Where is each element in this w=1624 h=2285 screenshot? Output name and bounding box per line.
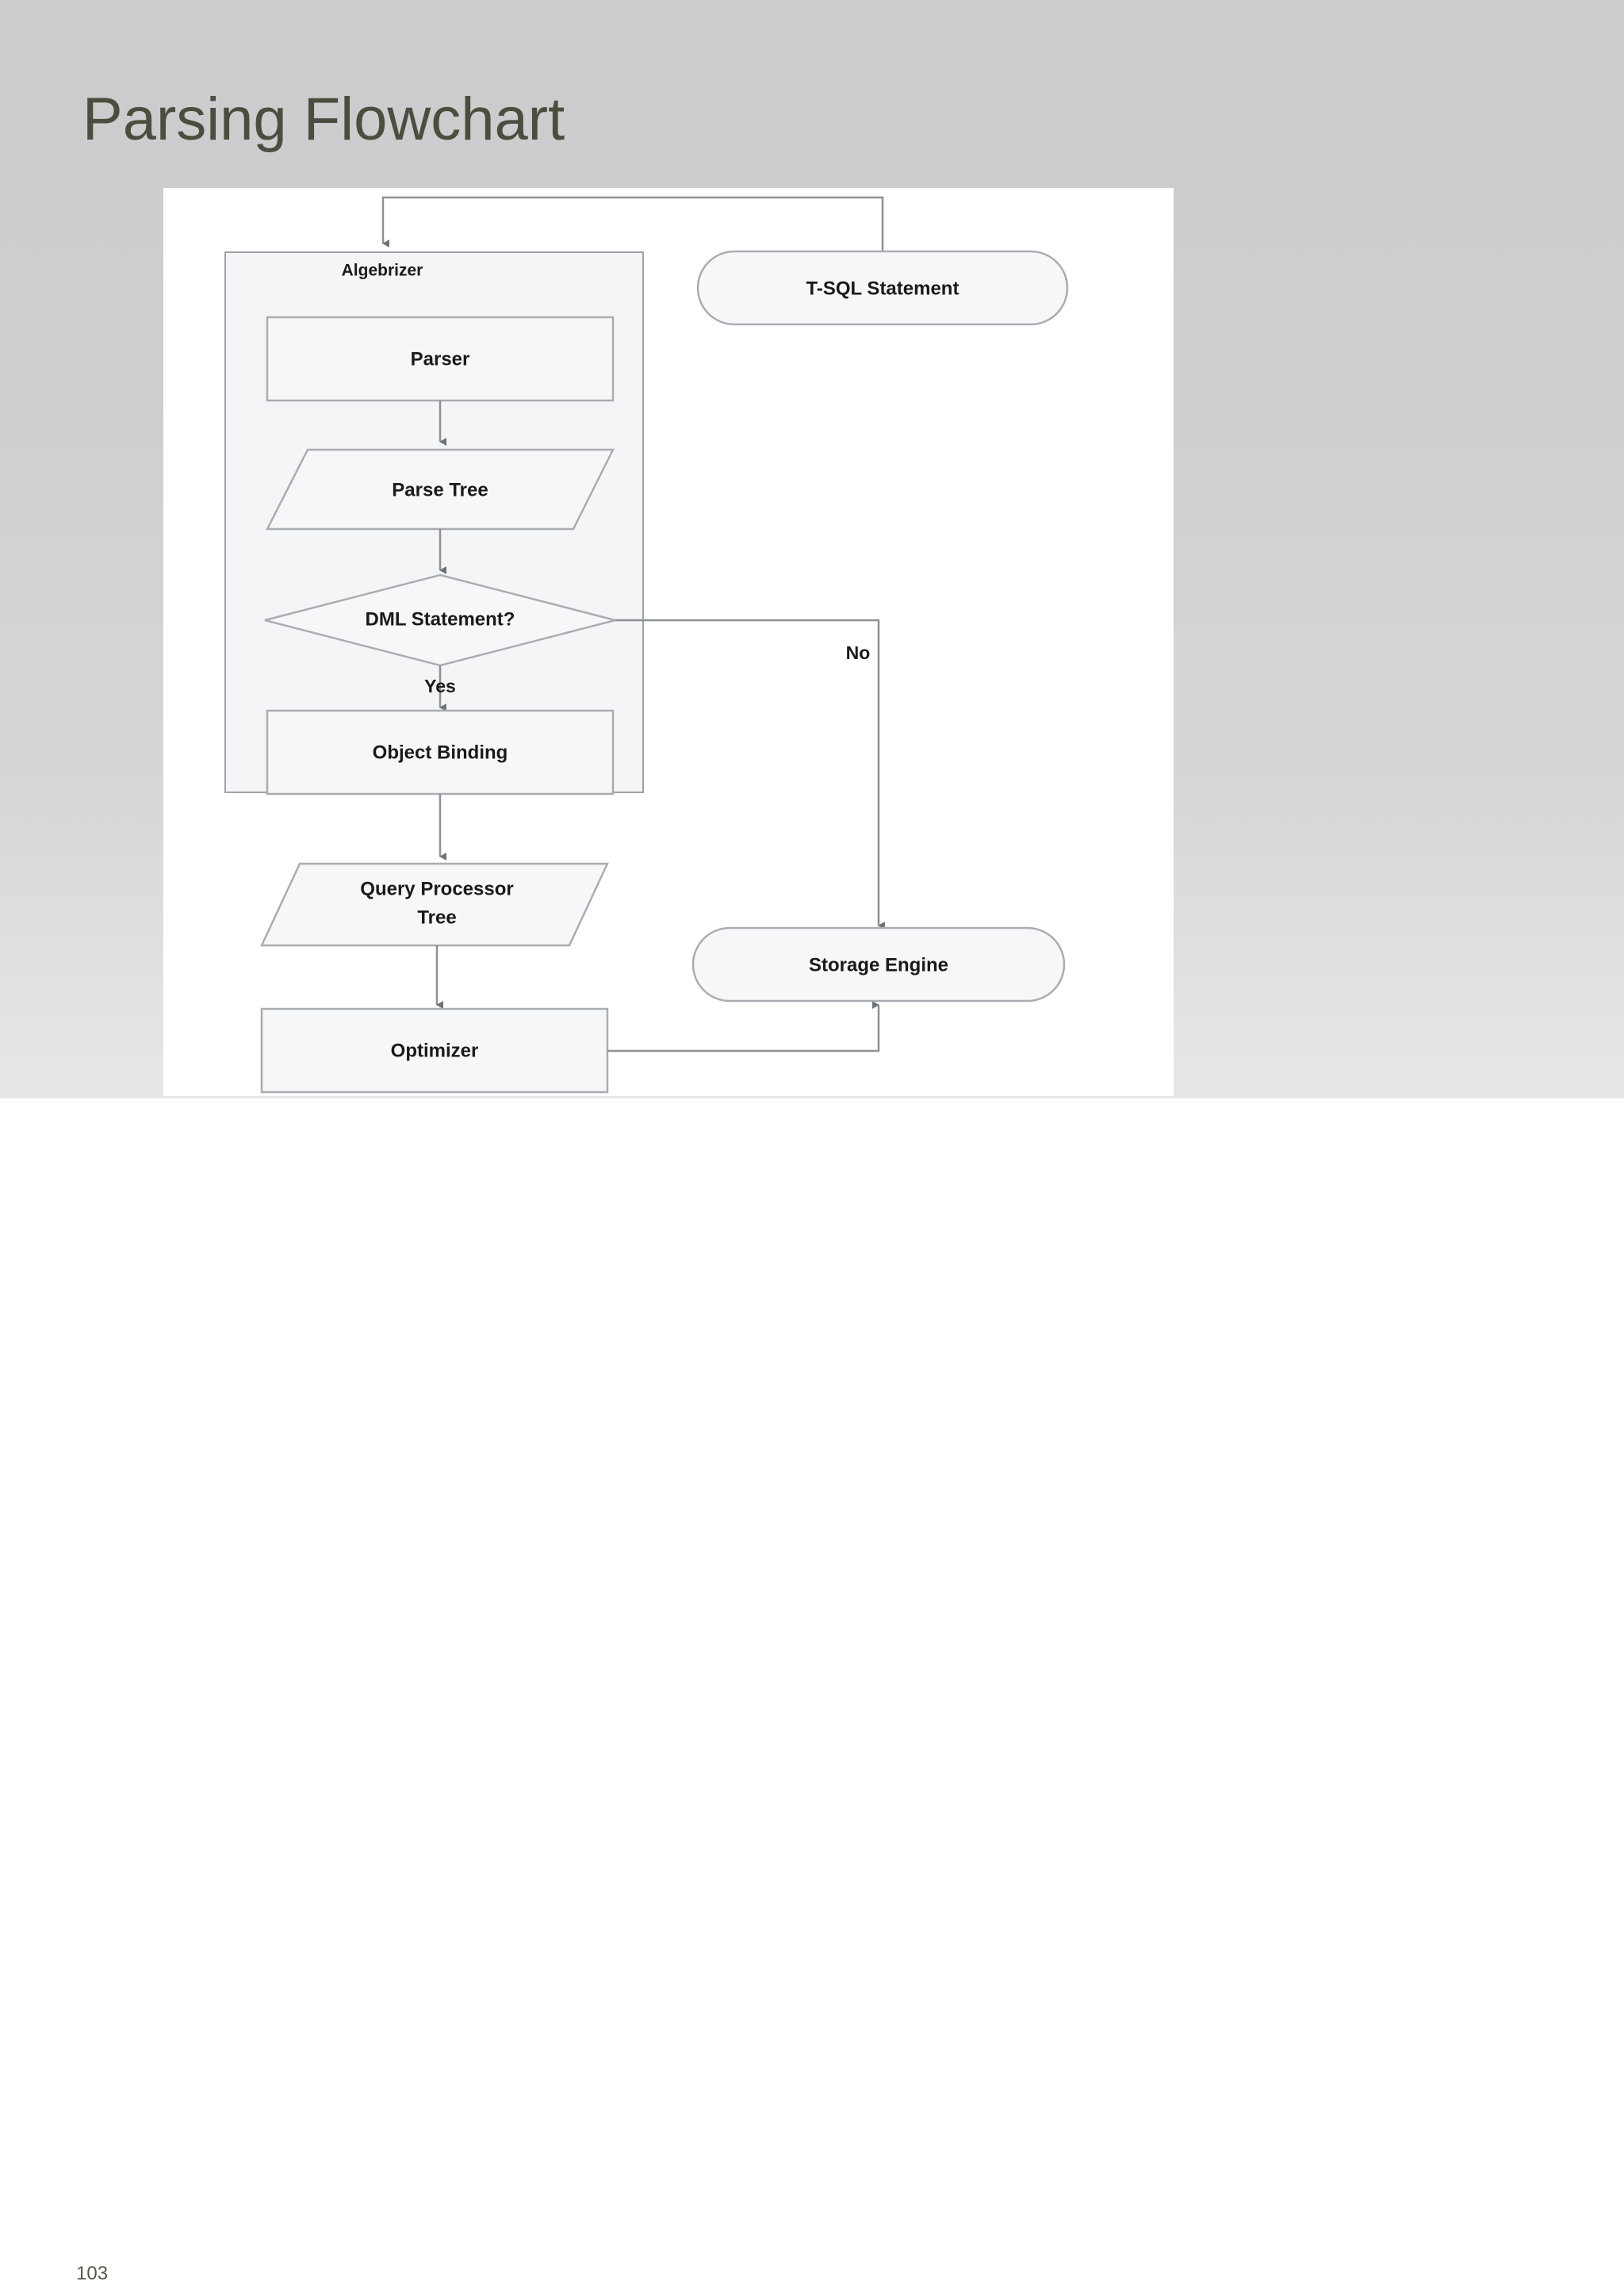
page-title: Parsing Flowchart [82, 86, 565, 153]
node-dml-decision-label: DML Statement? [366, 608, 515, 630]
node-tsql-statement-label: T-SQL Statement [806, 278, 959, 299]
node-tsql-statement-shape[interactable] [696, 250, 1069, 326]
node-optimizer-label: Optimizer [391, 1040, 479, 1061]
node-parser-label: Parser [411, 348, 470, 370]
node-optimizer-shape[interactable] [260, 1007, 609, 1094]
node-storage-engine[interactable]: Storage Engine [691, 926, 1066, 1003]
edge-label-yes: Yes [424, 676, 456, 696]
node-parser[interactable]: Parser [266, 316, 615, 402]
node-parse-tree-shape[interactable] [265, 448, 615, 531]
edge-label-no: No [846, 642, 871, 663]
node-object-binding-label: Object Binding [373, 742, 508, 763]
edge-optimizer-to-storage [607, 1001, 880, 1052]
flowchart-figure: Algebrizer T-SQL Statement Parser Par [163, 188, 1174, 1096]
node-storage-engine-shape[interactable] [691, 926, 1066, 1003]
slide-canvas: Parsing Flowchart Algebrizer [0, 0, 1624, 1098]
edge-dml-no-to-storage [615, 619, 885, 930]
node-query-processor-tree-shape[interactable] [260, 862, 609, 947]
slide-footer: 103 [0, 1098, 1624, 2284]
node-optimizer[interactable]: Optimizer [260, 1007, 609, 1094]
node-parser-shape[interactable] [266, 316, 615, 402]
node-query-processor-tree-label: Query Processor [360, 878, 513, 899]
node-storage-engine-label: Storage Engine [809, 954, 948, 976]
edge-tsql-to-algebrizer [381, 196, 884, 251]
algebrizer-container-label: Algebrizer [342, 262, 423, 280]
node-dml-decision[interactable]: DML Statement? [264, 573, 616, 667]
page-number: 103 [76, 2263, 109, 2284]
node-query-processor-tree-label-2: Tree [417, 907, 456, 928]
node-parse-tree-label: Parse Tree [392, 479, 488, 500]
node-object-binding[interactable]: Object Binding [266, 709, 615, 796]
node-tsql-statement[interactable]: T-SQL Statement [696, 250, 1069, 326]
node-query-processor-tree[interactable]: Query Processor Tree [260, 862, 609, 947]
flowchart-svg: Algebrizer T-SQL Statement Parser Par [224, 196, 1069, 1094]
node-parse-tree[interactable]: Parse Tree [265, 448, 615, 531]
edge-path-tsql-parser [381, 196, 884, 251]
